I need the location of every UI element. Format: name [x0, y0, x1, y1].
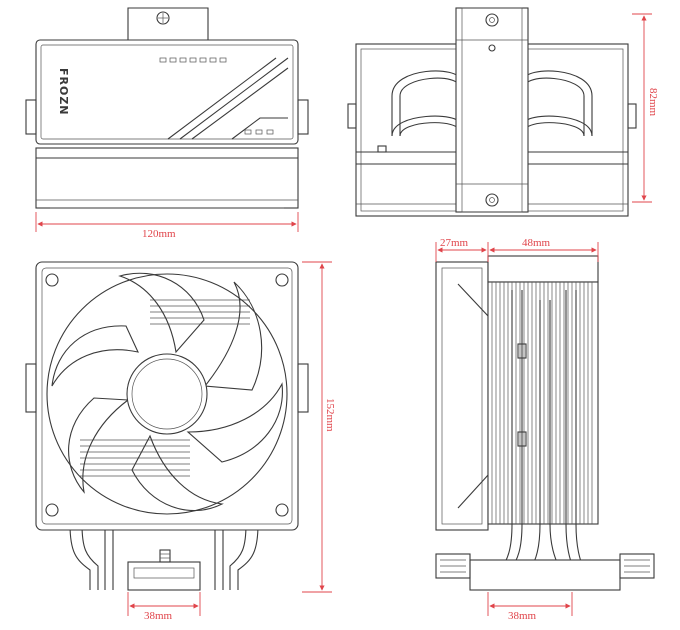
- height-dimension-label: 152mm: [324, 398, 336, 432]
- side-view: [435, 255, 655, 591]
- front-view: [25, 261, 309, 591]
- width-dimension-label: 120mm: [142, 228, 176, 240]
- fin-stack-dimension-label: 48mm: [522, 237, 551, 249]
- end-view: [347, 7, 637, 217]
- brand-logo: FROZN: [57, 68, 70, 116]
- top-view: FROZN: [25, 7, 309, 209]
- fan-thickness-dimension-label: 27mm: [440, 237, 469, 249]
- side-base-dimension-label: 38mm: [508, 610, 537, 622]
- dimension-labels: 120mm 82mm 152mm 27mm 48mm 38mm 38mm: [142, 88, 659, 622]
- dimension-lines: [35, 13, 652, 616]
- depth-dimension-label: 82mm: [647, 88, 659, 117]
- front-base-dimension-label: 38mm: [144, 610, 173, 622]
